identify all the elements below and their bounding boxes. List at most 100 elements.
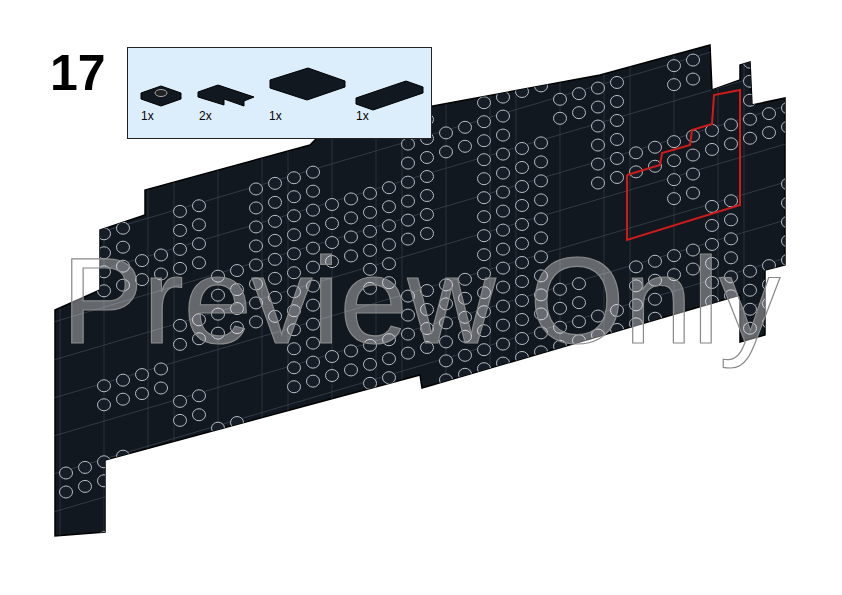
stud [554, 511, 567, 523]
stud [307, 204, 320, 216]
stud [516, 522, 529, 534]
stud [782, 83, 795, 95]
stud [611, 171, 624, 183]
stud [459, 45, 472, 57]
stud [326, 522, 339, 534]
stud [668, 60, 681, 72]
stud [782, 64, 795, 76]
part-count: 1x [141, 109, 154, 123]
stud [421, 570, 434, 582]
stud [801, 96, 814, 108]
stud [763, 32, 776, 44]
plate-seam [40, 558, 800, 595]
stud [535, 517, 548, 529]
stud [60, 144, 73, 156]
stud [630, 394, 643, 406]
stud [592, 443, 605, 455]
stud [706, 428, 719, 440]
stud [117, 469, 130, 481]
stud [307, 489, 320, 501]
stud [763, 545, 776, 557]
stud [459, 140, 472, 152]
stud [592, 500, 605, 512]
stud [611, 589, 624, 595]
stud [535, 80, 548, 92]
stud [725, 461, 738, 473]
stud [307, 470, 320, 482]
stud [782, 254, 795, 266]
stud [288, 457, 301, 469]
stud [687, 0, 700, 9]
stud [535, 498, 548, 510]
stud [117, 374, 130, 386]
stud [744, 132, 757, 144]
wall-body [55, 45, 785, 536]
corner-tile [198, 85, 254, 106]
stud [649, 445, 662, 457]
stud [269, 538, 282, 550]
stud [801, 381, 814, 393]
stud [60, 467, 73, 479]
stud [478, 21, 491, 33]
stud [117, 450, 130, 462]
stud [459, 558, 472, 570]
stud [136, 502, 149, 514]
stud [801, 248, 814, 260]
stud [288, 476, 301, 488]
plate-seam [40, 26, 800, 250]
stud [554, 530, 567, 542]
stud [516, 161, 529, 173]
part-count: 2x [199, 109, 212, 123]
stud [782, 501, 795, 513]
stud [326, 465, 339, 477]
stud [364, 567, 377, 579]
stud [402, 214, 415, 226]
stud [782, 292, 795, 304]
stud [212, 460, 225, 472]
stud [193, 390, 206, 402]
stud [402, 195, 415, 207]
stud [725, 423, 738, 435]
stud [592, 82, 605, 94]
stud [459, 482, 472, 494]
stud [364, 377, 377, 389]
plate-seam [40, 0, 800, 174]
stud [193, 143, 206, 155]
stud [535, 4, 548, 16]
stud [554, 93, 567, 105]
stud [630, 489, 643, 501]
stud [611, 133, 624, 145]
parts-callout: 1x2x1x1x [127, 47, 432, 139]
stud [687, 377, 700, 389]
highlight-outline [627, 90, 740, 240]
stud [79, 461, 92, 473]
stud [630, 375, 643, 387]
stud [440, 51, 453, 63]
stud [497, 490, 510, 502]
stud [611, 494, 624, 506]
stud [364, 415, 377, 427]
stud [288, 210, 301, 222]
stud [744, 56, 757, 68]
stud [687, 187, 700, 199]
stud [288, 552, 301, 564]
stud [725, 214, 738, 226]
tile-1x4 [356, 81, 423, 110]
stud [649, 578, 662, 590]
stud [649, 464, 662, 476]
stud [478, 572, 491, 584]
stud [117, 526, 130, 538]
stud [288, 590, 301, 595]
stud [459, 121, 472, 133]
stud [516, 0, 529, 2]
plate-seam [40, 520, 800, 595]
plate-seam [832, 30, 833, 560]
stud [801, 267, 814, 279]
stud [516, 541, 529, 553]
stud [554, 454, 567, 466]
stud [706, 447, 719, 459]
stud [174, 471, 187, 483]
stud [250, 221, 263, 233]
stud [383, 562, 396, 574]
stud [763, 450, 776, 462]
